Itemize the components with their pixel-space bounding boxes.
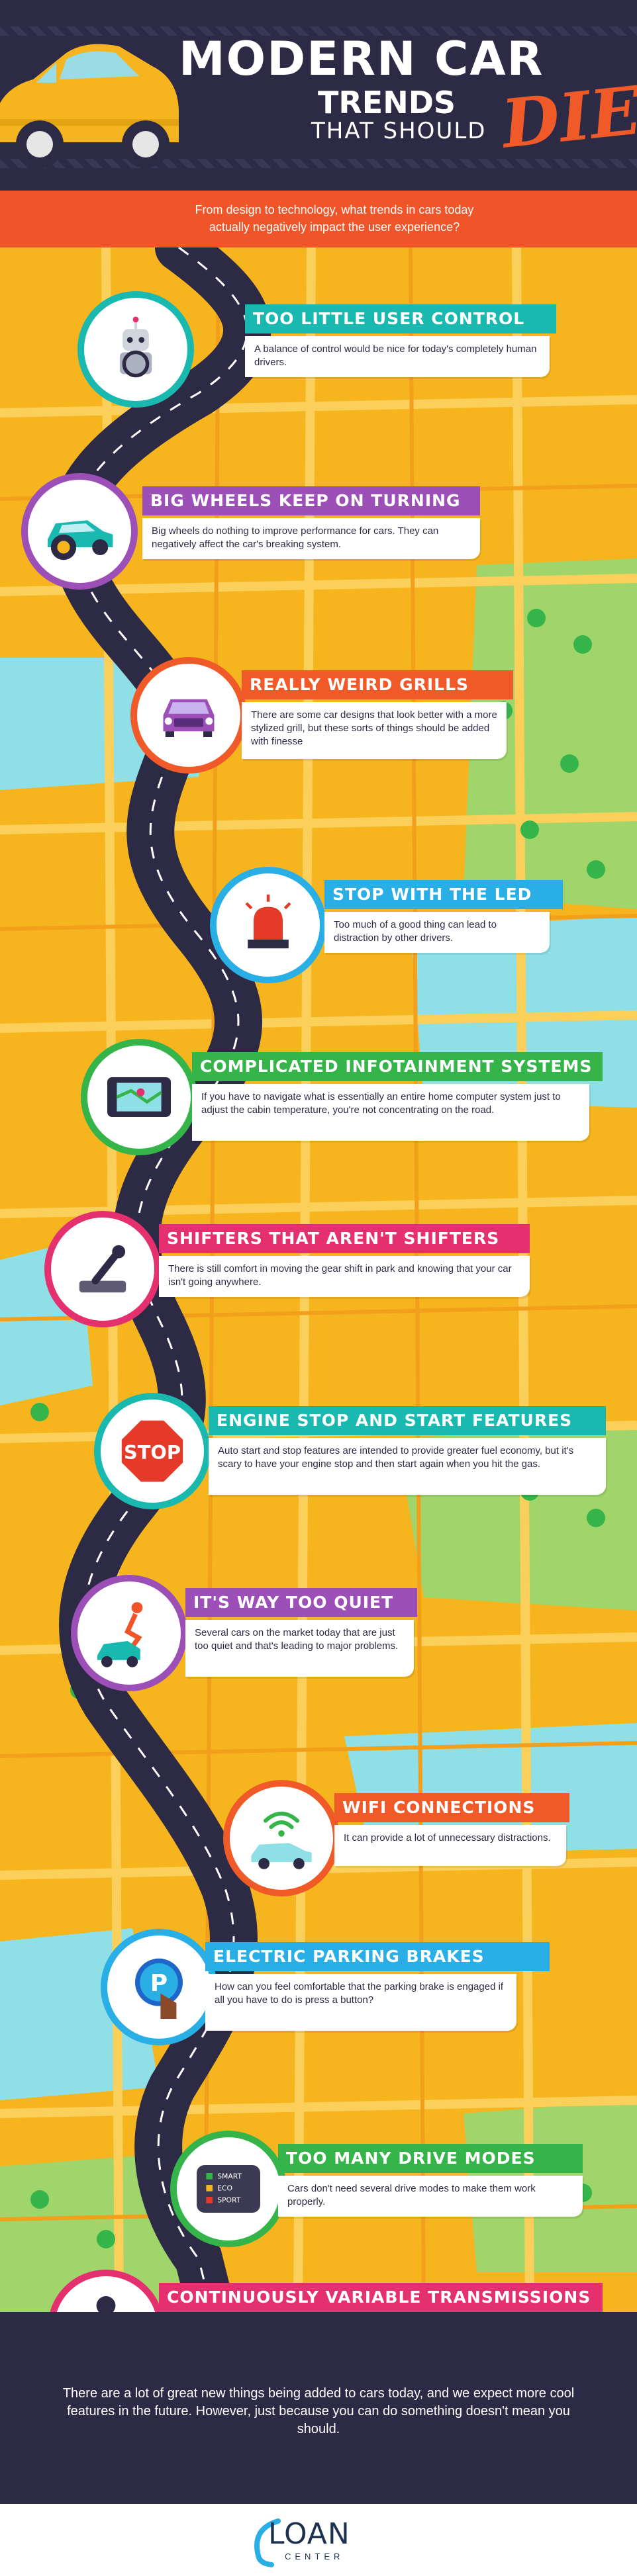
svg-text:P: P xyxy=(150,1970,168,1997)
trend-icon-circle xyxy=(21,473,138,590)
subtitle-band: From design to technology, what trends i… xyxy=(0,191,637,247)
trend-title: STOP WITH THE LED xyxy=(324,880,563,909)
logo-subtitle: CENTER xyxy=(285,2552,344,2561)
trend-description: Auto start and stop features are intende… xyxy=(209,1438,606,1495)
stop-sign-icon: STOP xyxy=(113,1411,192,1491)
trend-icon-circle: SMART ECO SPORT xyxy=(170,2131,287,2247)
trend-icon-circle xyxy=(223,1780,340,1896)
trend-description: Several cars on the market today that ar… xyxy=(185,1620,414,1677)
trend-icon-circle xyxy=(210,867,326,983)
trend-description: If you have to navigate what is essentia… xyxy=(192,1084,589,1141)
subtitle: From design to technology, what trends i… xyxy=(195,203,474,234)
trend-icon-circle: P xyxy=(101,1929,217,2045)
trend-icon-circle xyxy=(130,657,247,774)
trend-icon-circle xyxy=(77,291,194,408)
trend-title: COMPLICATED INFOTAINMENT SYSTEMS xyxy=(192,1052,603,1081)
svg-text:SMART: SMART xyxy=(217,2172,242,2180)
trend-icon-circle xyxy=(81,1039,197,1155)
trend-description: How can you feel comfortable that the pa… xyxy=(205,1974,516,2031)
trend-title: ENGINE STOP AND START FEATURES xyxy=(209,1406,606,1435)
robot-driver-icon xyxy=(99,313,172,386)
trend-description: Cars don't need several drive modes to m… xyxy=(278,2176,583,2217)
park-area xyxy=(0,2153,185,2312)
title-emphasis: DIE xyxy=(498,71,637,163)
trend-description: Too much of a good thing can lead to dis… xyxy=(324,912,550,953)
trend-title: CONTINUOUSLY VARIABLE TRANSMISSIONS xyxy=(159,2283,603,2312)
yellow-car-illustration xyxy=(0,44,179,168)
trend-icon-circle xyxy=(71,1575,187,1691)
trend-title: SHIFTERS THAT AREN'T SHIFTERS xyxy=(159,1224,530,1253)
trend-title: IT'S WAY TOO QUIET xyxy=(185,1588,417,1617)
siren-light-icon xyxy=(232,889,305,961)
tire-tread-decoration xyxy=(0,26,637,36)
trend-description: There are some car designs that look bet… xyxy=(242,702,507,759)
infotainment-screen-icon xyxy=(99,1057,179,1137)
header: MODERN CAR TRENDS THAT SHOULD DIE xyxy=(0,0,637,191)
gear-shifter-icon xyxy=(66,1233,139,1306)
logo-band: LOAN CENTER xyxy=(0,2504,637,2576)
pedestrian-car-icon xyxy=(89,1593,169,1673)
big-wheel-car-icon xyxy=(40,492,119,571)
trend-description: It can provide a lot of unnecessary dist… xyxy=(334,1825,566,1866)
title-line-1: MODERN CAR xyxy=(179,32,544,86)
trend-title: TOO MANY DRIVE MODES xyxy=(278,2144,583,2173)
logo-name: LOAN xyxy=(268,2517,350,2551)
trend-title: ELECTRIC PARKING BRAKES xyxy=(205,1942,550,1971)
trend-icon-circle: STOP xyxy=(94,1393,211,1509)
trend-description: A balance of control would be nice for t… xyxy=(245,336,550,377)
title-line-3: THAT SHOULD xyxy=(311,118,487,144)
car-grill-icon xyxy=(152,679,225,752)
svg-text:STOP: STOP xyxy=(124,1441,181,1464)
svg-text:ECO: ECO xyxy=(217,2184,232,2192)
parking-button-icon: P xyxy=(119,1947,199,2027)
trend-description: There is still comfort in moving the gea… xyxy=(159,1256,530,1297)
trend-title: REALLY WEIRD GRILLS xyxy=(242,670,513,699)
trend-title: TOO LITTLE USER CONTROL xyxy=(245,304,556,333)
trend-title: WIFI CONNECTIONS xyxy=(334,1793,569,1822)
loan-center-logo-swoosh xyxy=(254,2518,281,2567)
water-area xyxy=(344,1723,637,1855)
trend-description: Big wheels do nothing to improve perform… xyxy=(142,518,480,559)
trend-icon-circle xyxy=(44,1211,161,1327)
title-line-2: TRENDS xyxy=(318,85,456,120)
footer-text: There are a lot of great new things bein… xyxy=(62,2386,575,2436)
drive-mode-dial-icon: SMART ECO SPORT xyxy=(189,2149,268,2229)
wifi-car-icon xyxy=(242,1799,321,1878)
svg-text:SPORT: SPORT xyxy=(217,2196,241,2204)
trend-title: BIG WHEELS KEEP ON TURNING xyxy=(142,486,480,515)
footer: There are a lot of great new things bein… xyxy=(0,2312,637,2504)
